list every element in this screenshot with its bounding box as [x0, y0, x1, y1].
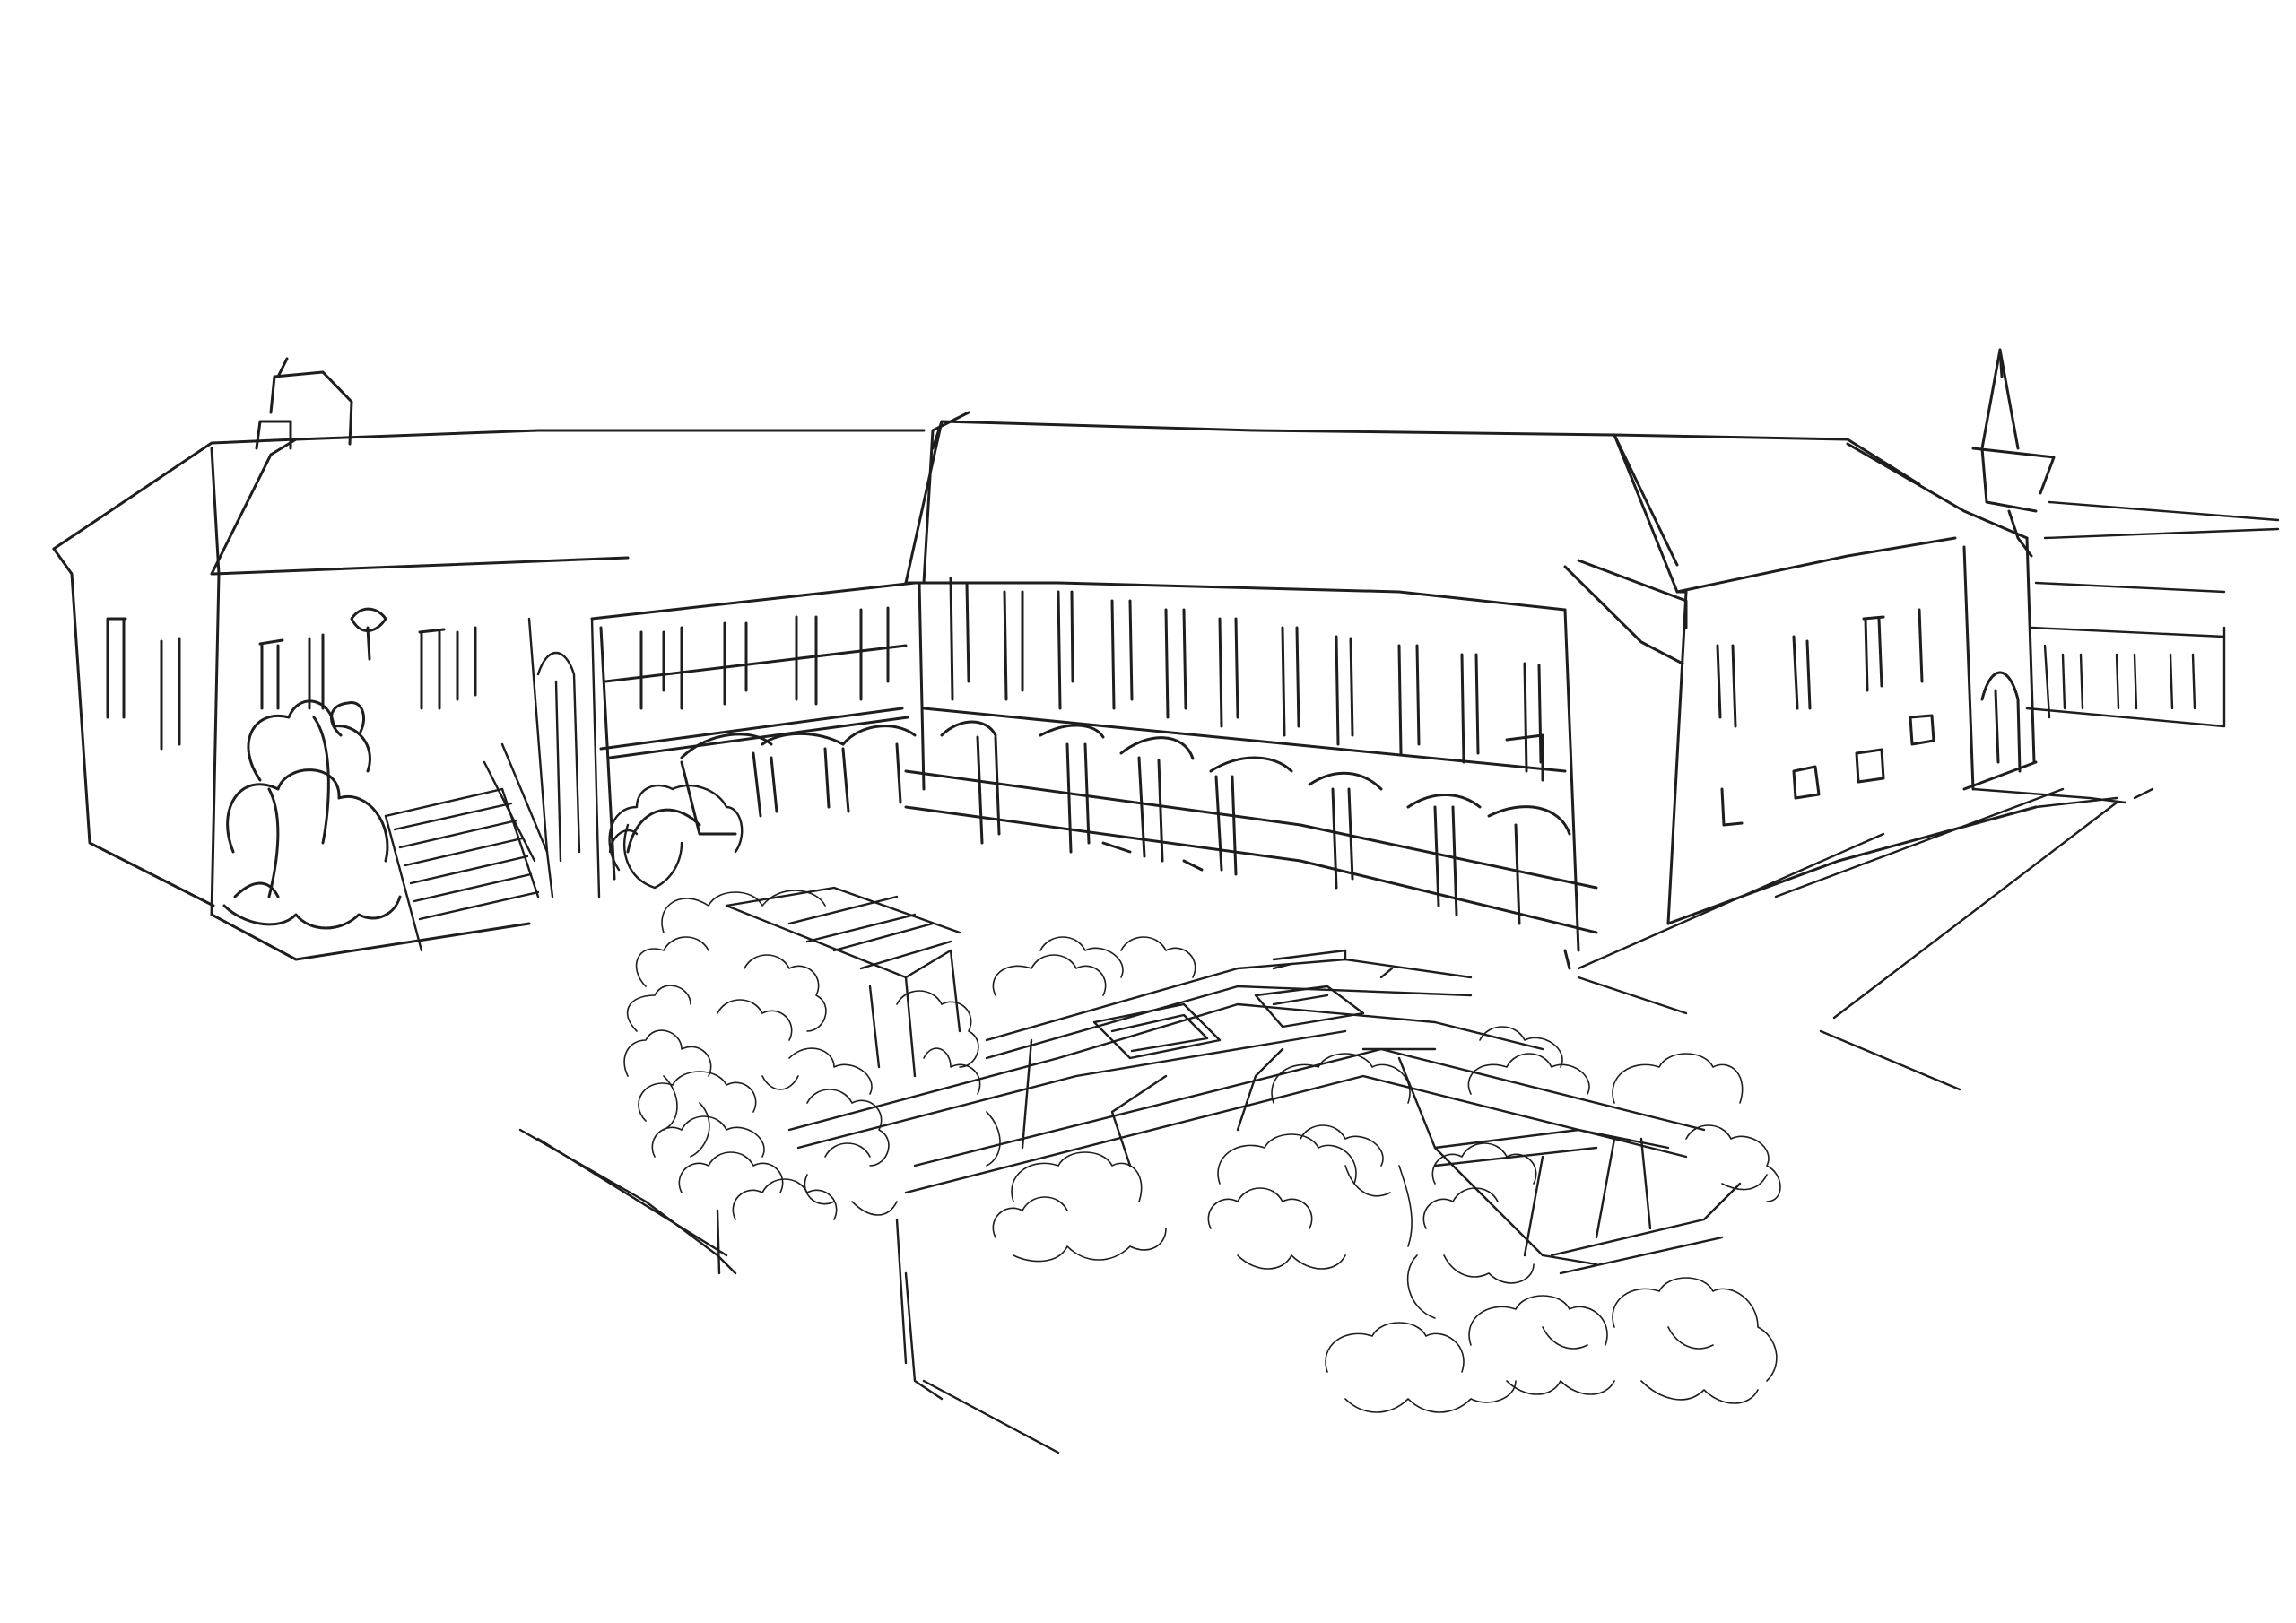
left-house: [52, 357, 926, 961]
pergola-garden: [518, 886, 1742, 1454]
main-hall: [904, 420, 1688, 970]
far-right-building: [1577, 500, 2280, 1091]
cloister-wing: [590, 411, 970, 881]
right-house: [1613, 348, 2056, 925]
staircase: [384, 617, 601, 952]
tree-canopies: [623, 890, 1781, 1413]
bush-center-left: [608, 784, 744, 890]
